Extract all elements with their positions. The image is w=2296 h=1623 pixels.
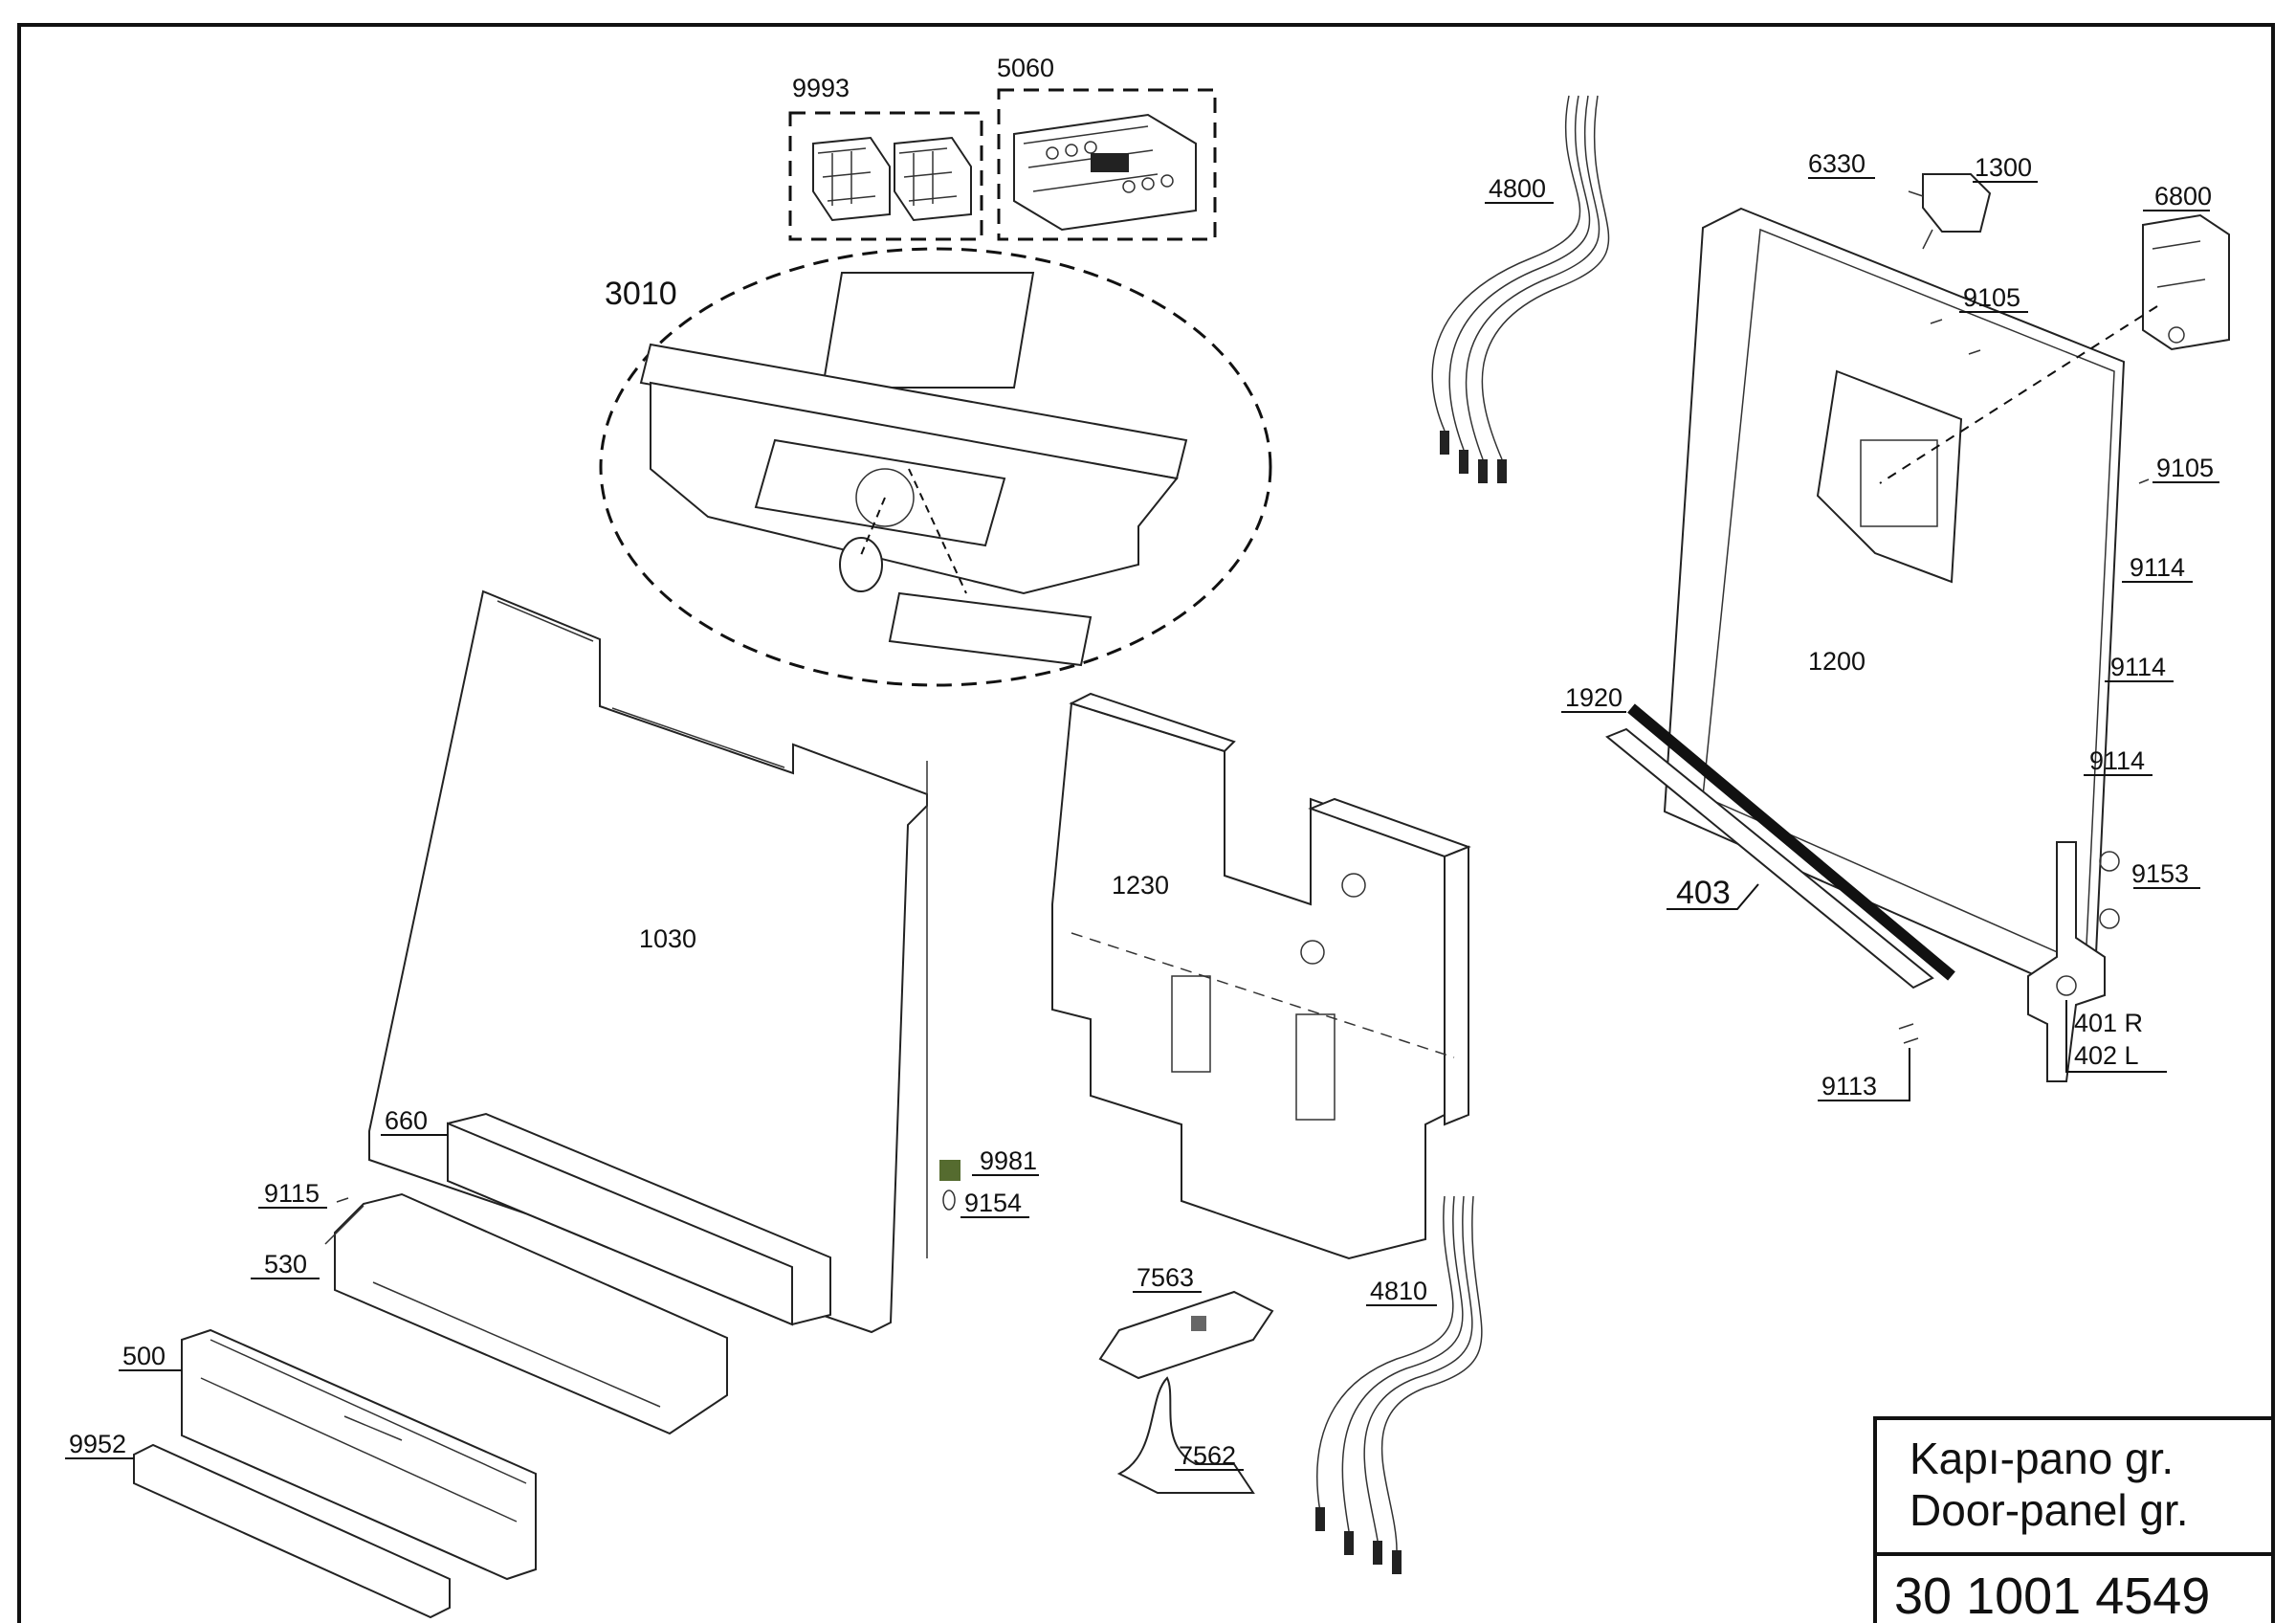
- callout-9981: 9981: [980, 1146, 1037, 1175]
- callout-7563: 7563: [1137, 1263, 1194, 1292]
- part-1300-latch: [1908, 173, 1992, 250]
- part-660-lower-strip: [447, 1112, 831, 1326]
- part-9154-ring: [942, 1189, 956, 1211]
- part-1230-insulation: [1051, 692, 1471, 1260]
- callout-660: 660: [385, 1106, 428, 1135]
- callout-403: 403: [1676, 875, 1731, 911]
- part-1200-inner-liner: [1663, 207, 2126, 995]
- callout-500: 500: [122, 1342, 166, 1370]
- part-9105-screws: [1930, 319, 2150, 484]
- part-403-rail: [1605, 727, 1934, 989]
- callout-9114-a: 9114: [2130, 553, 2185, 582]
- part-530-bracket: [324, 1192, 728, 1435]
- callout-6800: 6800: [2154, 182, 2212, 211]
- callout-9154: 9154: [964, 1189, 1022, 1217]
- part-number: 30 1001 4549: [1894, 1567, 2210, 1623]
- part-9115-screw: [336, 1197, 349, 1203]
- callout-3010: 3010: [605, 276, 677, 312]
- callout-9105-b: 9105: [2156, 454, 2214, 482]
- callout-9115: 9115: [264, 1179, 320, 1208]
- callout-9952: 9952: [69, 1430, 126, 1458]
- callout-1300: 1300: [1975, 153, 2032, 182]
- part-9952-kick-board: [133, 1443, 451, 1619]
- callout-6330: 6330: [1808, 149, 1866, 178]
- part-4810-wire-harness: [1315, 1195, 1483, 1574]
- callout-9993: 9993: [792, 74, 850, 102]
- callout-9105-a: 9105: [1963, 283, 2020, 312]
- callout-5060: 5060: [997, 54, 1054, 82]
- title-line-2: Door-panel gr.: [1910, 1485, 2189, 1535]
- part-3010-control-housing: [599, 247, 1272, 687]
- part-500-kick-frame: [181, 1328, 537, 1581]
- callout-530: 530: [264, 1250, 307, 1278]
- part-6800-dispenser: [1879, 213, 2230, 484]
- callout-9153: 9153: [2131, 859, 2189, 888]
- callout-1200: 1200: [1808, 647, 1866, 676]
- callout-4810: 4810: [1370, 1277, 1427, 1305]
- title-line-1: Kapı-pano gr.: [1910, 1434, 2174, 1483]
- part-7562-duct: [1116, 1376, 1255, 1494]
- callout-1030: 1030: [639, 924, 696, 953]
- callout-9114-b: 9114: [2110, 653, 2166, 681]
- part-401-402-hinge: [2027, 841, 2120, 1082]
- callout-4800: 4800: [1489, 174, 1546, 203]
- part-7563-guide: [1098, 1290, 1274, 1380]
- part-4800-wire-harness: [1431, 95, 1610, 483]
- callout-9114-c: 9114: [2089, 746, 2145, 775]
- callout-1230: 1230: [1112, 871, 1169, 900]
- title-block: [1873, 1416, 2275, 1623]
- callout-7562: 7562: [1179, 1441, 1236, 1470]
- part-5060-control-board: [997, 88, 1217, 241]
- part-1920-gasket: [1627, 703, 1955, 981]
- callout-1920: 1920: [1565, 683, 1623, 712]
- drawing-frame: [17, 23, 2275, 1623]
- callout-9113: 9113: [1821, 1072, 1877, 1101]
- part-9981-icon: [939, 1160, 960, 1181]
- callout-402l: 402 L: [2074, 1041, 2139, 1070]
- part-9993-clips: [788, 111, 983, 241]
- callout-401r: 401 R: [2074, 1009, 2143, 1037]
